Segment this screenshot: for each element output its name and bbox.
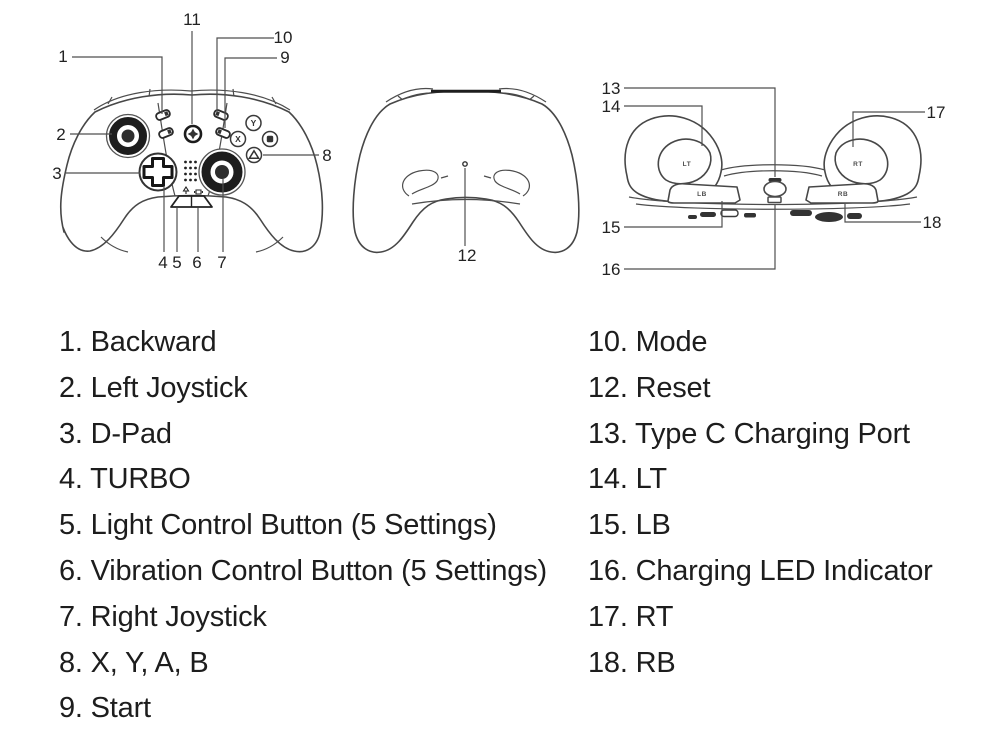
lb-label: LB <box>697 191 707 198</box>
legend-item: 17. RT <box>588 600 674 633</box>
callout-label-16: 16 <box>602 260 621 279</box>
rt-trigger: RT <box>834 138 889 185</box>
callout-label-15: 15 <box>602 218 621 237</box>
callout-line-10 <box>216 37 274 112</box>
callout-line-16 <box>624 204 776 270</box>
face-buttons: Y X <box>229 114 279 164</box>
grip-seams <box>100 236 284 253</box>
callout-label-8: 8 <box>322 146 331 165</box>
callout-line-15 <box>624 201 723 228</box>
backward-button <box>155 109 174 139</box>
callout-label-10: 10 <box>274 28 293 47</box>
legend-item: 7. Right Joystick <box>59 600 267 633</box>
charging-port <box>763 178 787 198</box>
left-bumper <box>93 89 192 111</box>
front-view-diagram: Y X <box>52 10 331 272</box>
legend-item: 4. TURBO <box>59 463 191 496</box>
callout-label-2: 2 <box>56 125 65 144</box>
callout-line-9 <box>224 57 277 128</box>
callout-label-18: 18 <box>923 213 942 232</box>
back-view-diagram: 12 <box>352 87 580 265</box>
lt-trigger: LT <box>657 138 712 185</box>
callout-label-6: 6 <box>192 253 201 272</box>
back-left-grip-curve <box>401 169 449 197</box>
legend-item: 1. Backward <box>59 326 217 358</box>
legend-item: 14. LT <box>588 463 667 496</box>
back-body <box>352 90 580 254</box>
d-pad <box>138 152 178 192</box>
callout-line-14 <box>624 105 703 146</box>
lb-bumper: LB <box>667 182 741 204</box>
back-waist-line <box>411 198 521 205</box>
callout-line-17 <box>852 111 925 147</box>
legend-column-left: 1. Backward 2. Left Joystick 3. D-Pad 4.… <box>59 320 547 732</box>
home-button <box>183 124 203 144</box>
legend-item: 15. LB <box>588 509 671 542</box>
face-button-y-letter: Y <box>251 118 257 128</box>
light-icon <box>182 185 190 194</box>
legend-item: 8. X, Y, A, B <box>59 646 209 679</box>
callout-label-1: 1 <box>58 47 67 66</box>
legend-item: 13. Type C Charging Port <box>588 417 910 450</box>
rb-label: RB <box>838 191 849 198</box>
top-edge-buttons <box>688 209 862 222</box>
callout-label-7: 7 <box>217 253 226 272</box>
top-bottom-edge <box>628 196 918 210</box>
face-button-x-letter: X <box>235 134 241 144</box>
star-icon <box>187 128 199 140</box>
lt-label: LT <box>683 161 692 168</box>
top-bridge-lines <box>720 164 826 177</box>
back-right-grip-curve <box>483 169 531 197</box>
legend-item: 16. Charging LED Indicator <box>588 554 933 587</box>
callout-label-4: 4 <box>158 253 167 272</box>
legend-item: 6. Vibration Control Button (5 Settings) <box>59 554 547 587</box>
led-dot-grid <box>184 160 197 182</box>
triangle-icon <box>248 149 260 159</box>
legend-item: 9. Start <box>59 692 151 725</box>
callout-label-12: 12 <box>458 246 477 265</box>
legend-item: 2. Left Joystick <box>59 371 248 404</box>
callout-label-11: 11 <box>183 10 201 29</box>
vibration-icon <box>194 189 203 195</box>
callout-label-5: 5 <box>172 253 181 272</box>
face-button-b <box>261 130 279 148</box>
face-button-a <box>245 146 263 164</box>
right-bumper <box>190 89 291 111</box>
callout-label-17: 17 <box>927 103 946 122</box>
callout-label-13: 13 <box>602 79 621 98</box>
face-button-y: Y <box>245 114 262 132</box>
face-button-x: X <box>229 130 247 148</box>
rb-bumper: RB <box>805 182 879 204</box>
function-buttons <box>170 195 213 208</box>
legend-item: 12. Reset <box>588 371 711 404</box>
callout-line-18 <box>844 204 921 223</box>
callout-line-1 <box>72 56 163 114</box>
square-icon <box>266 135 274 143</box>
callout-label-3: 3 <box>52 164 61 183</box>
legend-item: 18. RB <box>588 646 676 679</box>
left-joystick <box>105 113 151 159</box>
rt-label: RT <box>853 161 863 168</box>
legend-item: 10. Mode <box>588 326 708 358</box>
charging-led <box>767 196 782 204</box>
callout-label-14: 14 <box>602 97 621 116</box>
callout-line-13 <box>624 87 776 177</box>
right-joystick <box>198 148 246 196</box>
top-view-diagram: LT LB RT RB <box>602 79 946 279</box>
callout-label-9: 9 <box>280 48 289 67</box>
legend-item: 5. Light Control Button (5 Settings) <box>59 509 497 542</box>
legend-column-right: 10. Mode 12. Reset 13. Type C Charging P… <box>588 320 933 686</box>
legend-item: 3. D-Pad <box>59 417 172 450</box>
bumper-notches <box>107 88 277 105</box>
start-button <box>215 127 231 139</box>
reset-hole <box>462 161 468 167</box>
